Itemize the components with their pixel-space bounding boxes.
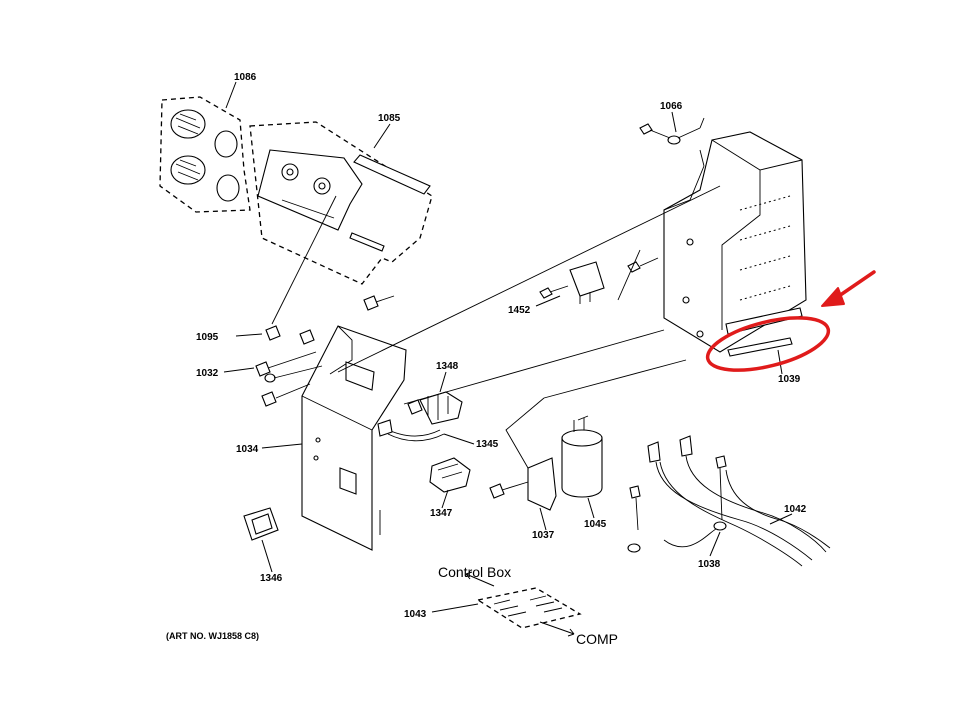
label-1032: 1032 [196,368,219,379]
ground-wire-1038[interactable] [627,455,727,553]
highlight-annotation [705,270,876,372]
label-1095: 1095 [196,332,219,343]
label-1045: 1045 [584,519,607,530]
capacitor-1045[interactable] [561,415,603,498]
label-1347: 1347 [430,508,453,519]
knob-group-1086[interactable] [159,96,251,213]
capacitor-bracket-1037[interactable] [489,457,557,511]
terminal-block-1347[interactable] [429,457,471,493]
label-1452: 1452 [508,305,531,316]
label-1038: 1038 [698,559,721,570]
rocker-switch-1346[interactable] [243,507,279,541]
ground-screw-1066[interactable] [639,117,705,145]
label-1042: 1042 [784,504,807,515]
control-box-label: Control Box [438,564,511,580]
label-1348: 1348 [436,361,459,372]
label-1034: 1034 [236,444,259,455]
wiring-label-1043[interactable] [465,571,582,637]
wire-1345[interactable] [377,419,445,442]
label-1085: 1085 [378,113,401,124]
routing-lines [271,185,721,469]
label-1039: 1039 [778,374,801,385]
control-box-1039[interactable] [663,131,807,357]
label-1086: 1086 [234,72,257,83]
comp-label: COMP [576,631,618,647]
label-1066: 1066 [660,101,683,112]
label-1345: 1345 [476,439,499,450]
red-arrow-icon [821,270,876,307]
art-number: (ART NO. WJ1858 C8) [166,631,259,641]
highlight-ellipse [705,316,831,372]
bracket-1034[interactable] [301,325,407,551]
label-1037: 1037 [532,530,555,541]
screws-1032[interactable] [255,295,395,407]
switch-1348[interactable] [407,391,463,425]
label-1043: 1043 [404,609,427,620]
wire-bundle-1042[interactable] [647,435,831,567]
control-panel-1085[interactable] [249,121,433,285]
label-1346: 1346 [260,573,283,584]
